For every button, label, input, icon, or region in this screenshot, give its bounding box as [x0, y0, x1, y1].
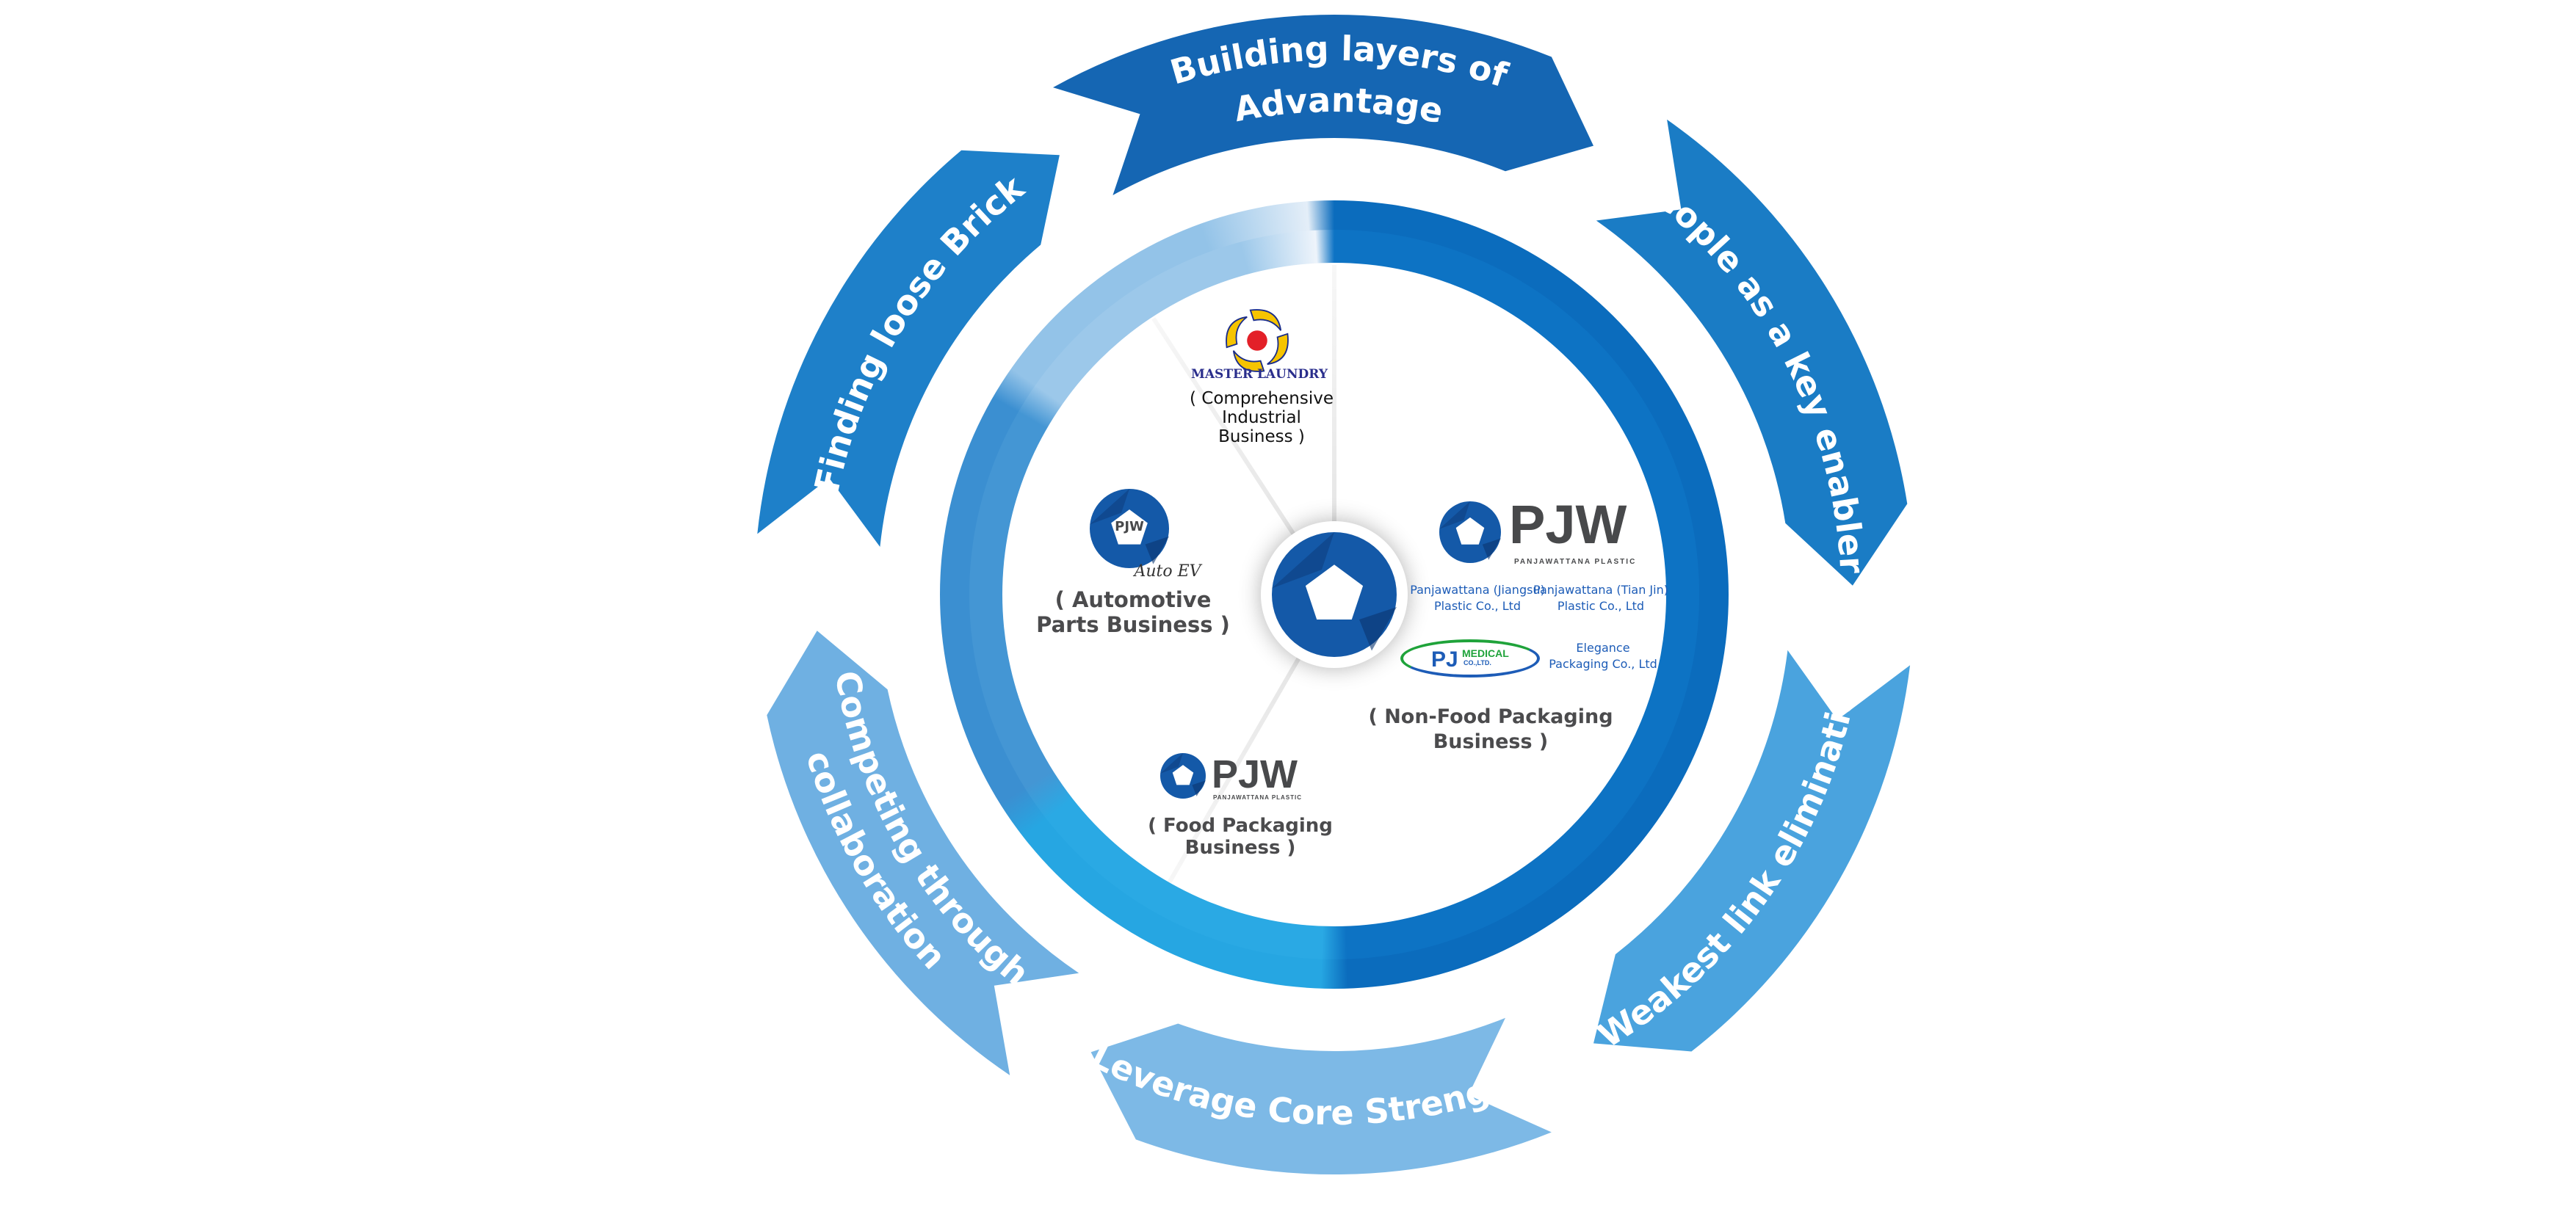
master-laundry-wordmark: MASTER LAUNDRY	[1191, 367, 1328, 382]
arrow-segment-competing-through-collaboration	[767, 631, 1079, 1075]
label-line: Business )	[1184, 837, 1296, 859]
pjw-logo-icon	[1439, 501, 1501, 563]
non-food-packaging-label: ( Non-Food Packaging Business )	[1368, 705, 1613, 755]
arrow-segment-leverage-core-strength	[1090, 1017, 1552, 1175]
arrow-segment-finding-loose-brick	[757, 150, 1060, 548]
center-pjw-logo	[1261, 521, 1408, 668]
auto-ev-script: Auto EV	[1134, 562, 1201, 581]
label-line: Industrial	[1222, 408, 1301, 427]
label-line: ( Food Packaging	[1148, 815, 1333, 837]
company-line: Plastic Co., Ltd	[1557, 599, 1645, 613]
pentagon-logo-icon	[1272, 532, 1397, 657]
pjw-logo-icon	[1160, 753, 1206, 799]
company-elegance: Elegance Packaging Co., Ltd	[1549, 640, 1657, 672]
arrow-segment-people-as-key-enabler	[1596, 119, 1908, 586]
company-line: Panjawattana (Jiangsu)	[1410, 583, 1545, 597]
company-line: Panjawattana (Tian Jin)	[1533, 583, 1668, 597]
pjw-wordmark: PJW	[1509, 494, 1627, 555]
pj-medical-word: MEDICAL	[1462, 647, 1509, 659]
company-jiangsu: Panjawattana (Jiangsu) Plastic Co., Ltd	[1410, 582, 1545, 614]
company-line: Plastic Co., Ltd	[1433, 599, 1522, 613]
company-tianjin: Panjawattana (Tian Jin) Plastic Co., Ltd	[1533, 582, 1668, 614]
food-packaging-label: ( Food Packaging Business )	[1148, 815, 1333, 859]
label-line: Business )	[1218, 427, 1305, 446]
company-line: Packaging Co., Ltd	[1549, 657, 1657, 671]
industrial-business-label: ( Comprehensive Industrial Business )	[1190, 389, 1334, 446]
pj-medical-main: PJ	[1431, 647, 1458, 672]
pjw-auto-logo-text: PJW	[1115, 519, 1144, 534]
pj-medical-suffix: CO.,LTD.	[1464, 659, 1491, 666]
label-line: ( Automotive	[1054, 587, 1212, 612]
company-line: Elegance	[1576, 641, 1630, 655]
pj-medical-logo: PJ MEDICAL CO.,LTD.	[1400, 639, 1540, 678]
label-line: Parts Business )	[1036, 612, 1230, 637]
label-line: ( Non-Food Packaging	[1368, 705, 1613, 728]
arrow-segment-building-layers-of-advantage	[1053, 15, 1593, 196]
pjw-subtext: PANJAWATTANA PLASTIC	[1514, 558, 1637, 566]
pjw-wordmark: PJW	[1212, 752, 1298, 796]
arrow-segment-weakest-link-elimination	[1593, 650, 1911, 1052]
master-laundry-logo-icon	[1226, 309, 1289, 372]
automotive-business-label: ( Automotive Parts Business )	[1036, 587, 1230, 637]
label-line: ( Comprehensive	[1190, 389, 1334, 408]
pjw-subtext: PANJAWATTANA PLASTIC	[1213, 794, 1303, 801]
label-line: Business )	[1433, 730, 1549, 753]
